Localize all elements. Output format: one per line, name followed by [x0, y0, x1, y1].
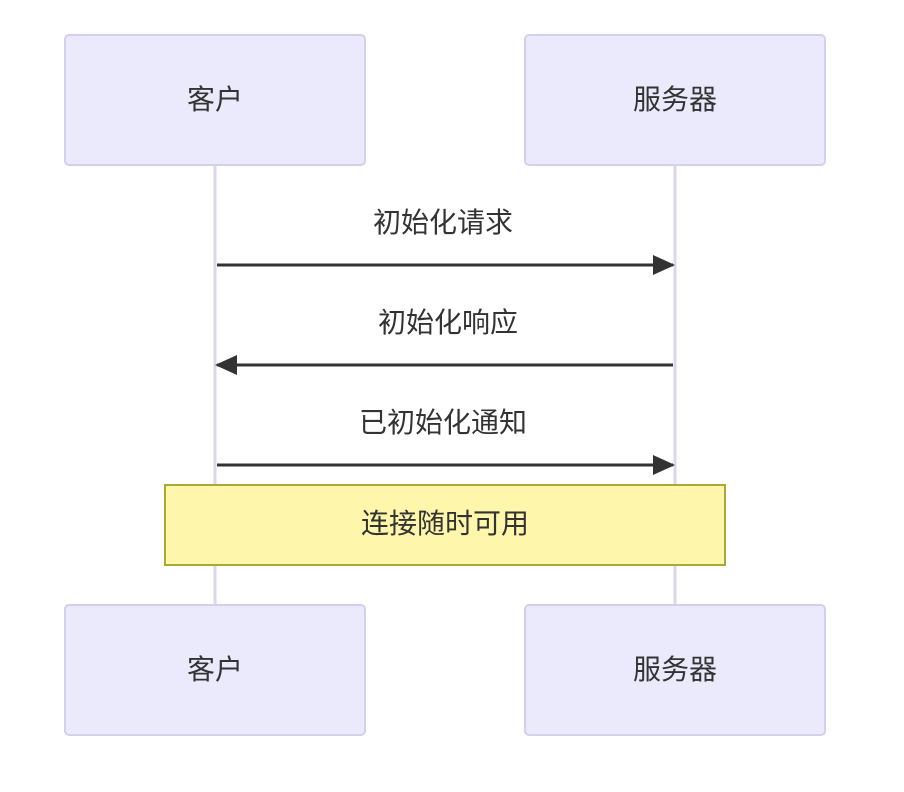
actor-server-bottom-label: 服务器 — [633, 653, 717, 686]
message-initialized-notification: 已初始化通知 — [217, 406, 675, 475]
message-initialized-notification-label: 已初始化通知 — [359, 406, 527, 439]
note-connection-ready: 连接随时可用 — [164, 484, 726, 566]
actor-server-top-label: 服务器 — [633, 83, 717, 116]
actor-client-bottom: 客户 — [64, 604, 366, 736]
message-init-response: 初始化响应 — [215, 306, 673, 375]
message-init-request-label: 初始化请求 — [373, 206, 513, 239]
actor-client-bottom-label: 客户 — [187, 653, 243, 686]
actor-server-bottom: 服务器 — [524, 604, 826, 736]
actor-client-top-label: 客户 — [187, 83, 243, 116]
actor-client-top: 客户 — [64, 34, 366, 166]
message-init-response-label: 初始化响应 — [378, 306, 518, 339]
actor-server-top: 服务器 — [524, 34, 826, 166]
note-connection-ready-label: 连接随时可用 — [361, 507, 529, 540]
message-init-request: 初始化请求 — [217, 206, 675, 275]
